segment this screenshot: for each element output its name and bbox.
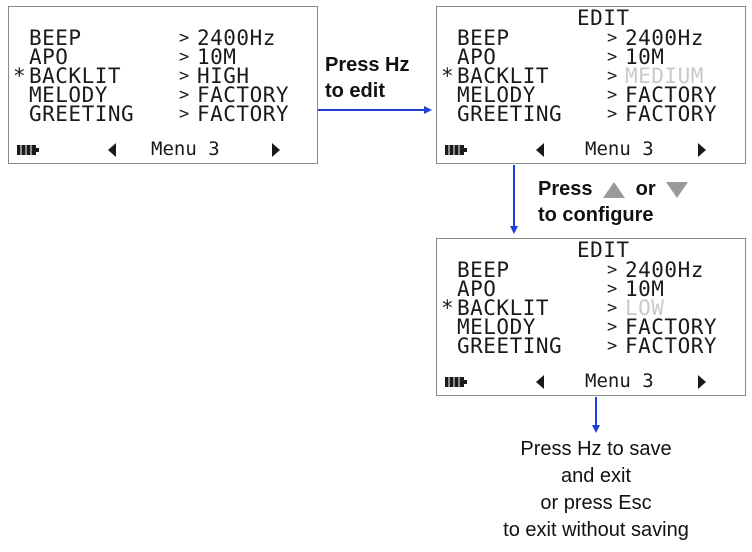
menu-label: Menu 3 (585, 370, 654, 392)
final-line: or press Esc (540, 492, 652, 514)
row-value: 2400Hz (197, 26, 276, 50)
to-configure-line: to configure (538, 204, 654, 226)
row-label: BACKLIT (457, 64, 550, 88)
row-label: GREETING (457, 334, 563, 358)
row-chevron: > (607, 28, 618, 48)
final-line: and exit (560, 465, 632, 487)
row-label: BEEP (457, 258, 510, 282)
down-triangle-icon (666, 181, 689, 198)
edit-label: EDIT (577, 6, 630, 30)
row-chevron: > (607, 66, 618, 86)
save-caption: Press Hz to save and exit or press Esc t… (466, 436, 726, 544)
left-arrow-icon (536, 143, 544, 157)
row-value: FACTORY (625, 334, 718, 358)
right-arrow-icon (272, 143, 280, 157)
status-bar: Menu 3 (437, 137, 745, 163)
row-value: MEDIUM (625, 64, 704, 88)
status-bar: Menu 3 (437, 369, 745, 395)
row-label: BACKLIT (29, 64, 122, 88)
row-chevron: > (179, 66, 190, 86)
battery-icon (445, 377, 467, 387)
row-label: APO (457, 277, 497, 301)
battery-icon (17, 145, 39, 155)
row-marker: * (441, 64, 455, 88)
row-value: FACTORY (197, 102, 290, 126)
row-label: GREETING (29, 102, 135, 126)
up-triangle-icon (603, 181, 626, 198)
or-word: or (635, 178, 656, 200)
press-word: Press (538, 178, 593, 200)
menu-label: Menu 3 (585, 138, 654, 160)
row-value: 2400Hz (625, 258, 704, 282)
press-hz-line1: Press Hz (325, 54, 410, 76)
row-value: FACTORY (625, 315, 718, 339)
row-label: MELODY (29, 83, 108, 107)
final-line: Press Hz to save (520, 438, 672, 460)
row-label: GREETING (457, 102, 563, 126)
press-hz-line2: to edit (325, 80, 385, 102)
lcd-screen-2: EDIT BEEP>2400Hz APO>10M*BACKLIT>MEDIUM … (436, 6, 746, 164)
lcd-screen-1: BEEP >2400Hz APO >10M *BACKLIT > HIGH MELODY >… (8, 6, 318, 164)
row-value: 10M (197, 45, 237, 69)
row-value: FACTORY (625, 83, 718, 107)
left-arrow-icon (108, 143, 116, 157)
row-chevron: > (607, 47, 618, 67)
right-arrow-icon (698, 143, 706, 157)
row-label: BEEP (457, 26, 510, 50)
left-arrow-icon (536, 375, 544, 389)
press-hz-caption: Press Hz to edit (325, 52, 410, 104)
row-value: HIGH (197, 64, 250, 88)
row-value: FACTORY (625, 102, 718, 126)
battery-icon (445, 145, 467, 155)
row-chevron: > (179, 104, 190, 124)
menu-label: Menu 3 (151, 138, 220, 160)
row-label: APO (457, 45, 497, 69)
row-chevron: > (607, 85, 618, 105)
row-value: 10M (625, 45, 665, 69)
row-chevron: > (179, 85, 190, 105)
row-value: 2400Hz (625, 26, 704, 50)
row-value: FACTORY (197, 83, 290, 107)
row-chevron: > (607, 260, 618, 280)
row-chevron: > (179, 28, 190, 48)
row-chevron: > (607, 336, 618, 356)
status-bar: Menu 3 (9, 137, 317, 163)
row-label: APO (29, 45, 69, 69)
row-chevron: > (607, 298, 618, 318)
row-value: 10M (625, 277, 665, 301)
row-chevron: > (607, 279, 618, 299)
final-line: to exit without saving (503, 519, 689, 541)
row-label: MELODY (457, 315, 536, 339)
press-line: Press or (538, 176, 689, 202)
row-label: BEEP (29, 26, 82, 50)
row-chevron: > (607, 317, 618, 337)
row-chevron: > (607, 104, 618, 124)
row-value: LOW (625, 296, 665, 320)
row-label: MELODY (457, 83, 536, 107)
row-label: BACKLIT (457, 296, 550, 320)
edit-label: EDIT (577, 238, 630, 262)
right-arrow-icon (698, 375, 706, 389)
row-marker: * (13, 64, 27, 88)
row-chevron: > (179, 47, 190, 67)
configure-caption: Press or to configure (538, 176, 689, 228)
lcd-screen-3: EDIT BEEP >2400Hz APO >10M *BACKLIT > LOW MEL… (436, 238, 746, 396)
row-marker: * (441, 296, 455, 320)
